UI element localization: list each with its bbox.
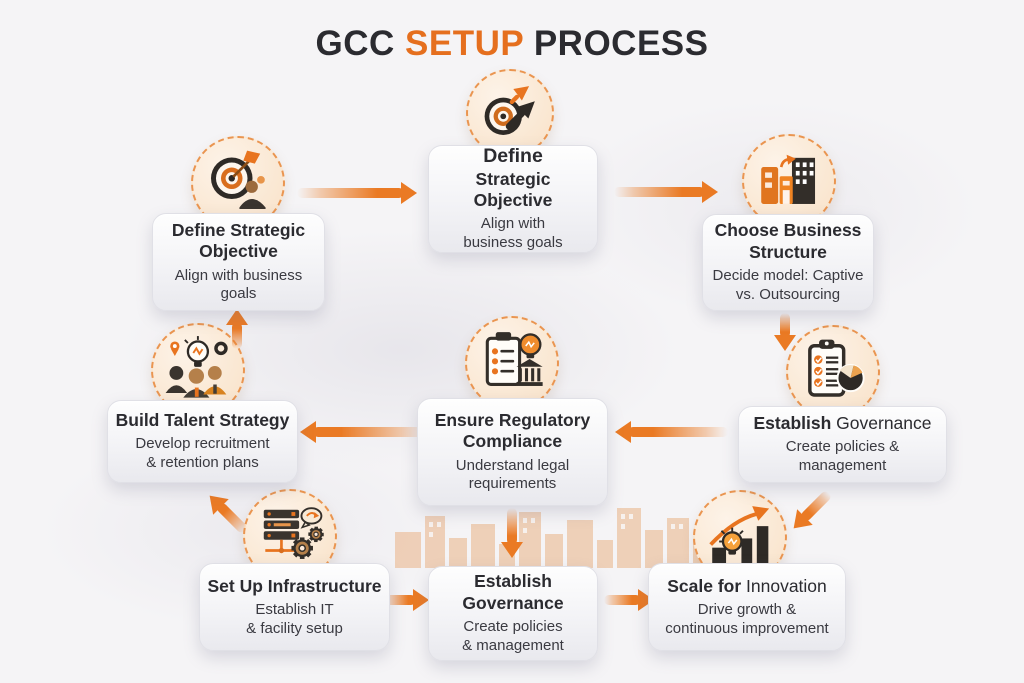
target-arrows-icon (466, 69, 554, 157)
step-subtitle: Establish IT & facility setup (246, 600, 343, 637)
step-subtitle: Drive growth & continuous improvement (665, 600, 829, 637)
arrow-compliance-down-to-governance-icon (501, 506, 523, 558)
title-process: PROCESS (533, 24, 709, 63)
step-title: Scale for Innovation (667, 575, 827, 596)
title-gcc: GCC (315, 24, 395, 63)
step-subtitle: Develop recruitment & retention plans (135, 435, 270, 472)
clipboard-bank-bulb-icon (465, 316, 559, 410)
clipboard-piechart-icon (786, 325, 880, 419)
city-skyline-decoration (395, 508, 725, 568)
step-card-set-up-infrastructure: Set Up Infrastructure Establish IT & fac… (199, 563, 390, 651)
step-title: Establish Governance (462, 571, 564, 613)
arrow-infrastructure-to-governance-icon (383, 589, 429, 611)
step-card-establish-governance-mid: Establish Governance Create policies & m… (738, 406, 947, 483)
step-card-define-strategic-objective-top: Define Strategic Objective Align with bu… (428, 145, 598, 253)
arrow-governance-to-compliance-icon (615, 421, 730, 443)
step-title: Establish Governance (753, 413, 932, 434)
step-title: Ensure Regulatory Compliance (434, 409, 591, 452)
step-card-build-talent-strategy: Build Talent Strategy Develop recruitmen… (107, 400, 298, 483)
arrow-down-to-establish-governance-icon (774, 311, 796, 351)
arrow-diagonal-down-to-scale-icon (785, 484, 838, 537)
step-subtitle: Align with business goals (463, 215, 563, 252)
step-card-scale-for-innovation: Scale for Innovation Drive growth & cont… (648, 563, 846, 651)
arrow-compliance-to-talent-icon (300, 421, 428, 443)
step-card-define-strategic-objective-left: Define Strategic Objective Align with bu… (152, 213, 325, 311)
step-subtitle: Create policies & management (462, 618, 564, 654)
step-subtitle: Decide model: Captive vs. Outsourcing (712, 267, 864, 303)
step-title: Build Talent Strategy (115, 410, 290, 431)
page-title: GCC SETUP PROCESS (0, 24, 1024, 64)
step-subtitle: Create policies & management (785, 438, 900, 475)
arrow-left-to-top-center-icon (295, 182, 417, 204)
step-title: Set Up Infrastructure (207, 575, 382, 596)
step-card-choose-business-structure: Choose Business Structure Decide model: … (702, 214, 874, 311)
arrow-top-center-to-right-icon (612, 181, 718, 203)
step-title: Choose Business Structure (714, 220, 862, 262)
arrow-diagonal-up-to-talent-icon (201, 487, 254, 540)
step-card-establish-governance-bottom: Establish Governance Create policies & m… (428, 566, 598, 661)
arrow-talent-up-to-objective-icon (226, 309, 248, 351)
arrow-governance-to-scale-icon (602, 589, 654, 611)
buildings-icon (742, 134, 836, 228)
step-subtitle: Align with business goals (174, 266, 303, 303)
step-subtitle: Understand legal requirements (455, 456, 570, 493)
step-card-ensure-regulatory-compliance: Ensure Regulatory Compliance Understand … (417, 398, 608, 506)
title-setup: SETUP (405, 24, 524, 63)
step-title: Define Strategic Objective (171, 219, 306, 262)
step-title: Define Strategic Objective (473, 145, 553, 211)
